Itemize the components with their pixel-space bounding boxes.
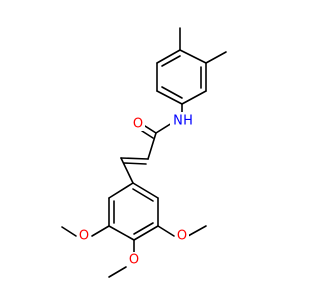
bond-ring2-f [108,182,134,199]
bond-methoxy-left-methyl [61,226,77,237]
bond-carbonyl-double-a [144,125,157,134]
methoxy-oxygen-right-label: O [177,229,187,244]
bond-methoxy-bottom-methyl [108,266,127,278]
bond-carbonyl-alpha [147,132,157,160]
amide-hydrogen-label: H [183,114,193,129]
bond-ring1-a [179,49,207,64]
bond-alkene-b [123,162,147,165]
bond-ring1-d-inner [161,86,183,99]
bond-ring2-d [108,225,135,241]
bond-ring2-a [132,182,159,199]
bond-methyl-right [205,51,227,64]
chemical-structure-diagram: N H O O O O [61,27,227,278]
bonds [61,27,227,278]
nitrogen-label: N [173,114,183,129]
bond-alkene-ring [120,157,134,184]
bond-alkene-a [120,157,149,160]
bond-carbonyl-double-b [141,130,154,139]
bond-ring-methoxy-left [91,225,110,237]
bond-ring2-c [133,225,159,241]
methoxy-oxygen-bottom-label: O [129,253,139,268]
bond-ring2-a-inner [132,188,154,202]
bond-ring1-f [156,49,181,64]
bond-ring1-f-inner [161,55,181,67]
bond-ring1-c [181,90,207,105]
atom-labels: N H O O O O [77,112,195,268]
bond-nitrogen-carbonyl [155,122,173,134]
bond-ring-methoxy-right [157,225,175,237]
carbonyl-oxygen-label: O [133,117,143,132]
methoxy-oxygen-left-label: O [79,229,89,244]
bond-ring2-c-inner [133,222,154,235]
bond-ring1-d [156,90,183,105]
bond-methoxy-right-methyl [187,225,207,237]
